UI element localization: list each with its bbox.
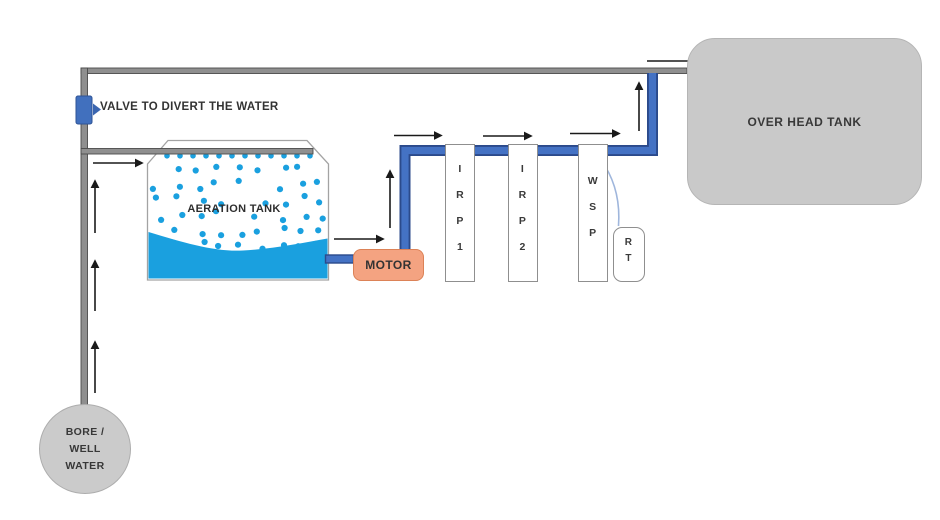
vessel-letter: S (589, 201, 597, 213)
motor-label: MOTOR (365, 258, 412, 272)
bore-label-line1: BORE / (65, 425, 105, 438)
valve-label: VALVE TO DIVERT THE WATER (100, 101, 279, 113)
vessel-letter: W (587, 175, 598, 187)
vessel-irp1: I R P 1 (445, 144, 475, 282)
vessel-letter: I (520, 163, 525, 175)
motor: MOTOR (353, 249, 424, 281)
vessel-letter: R (624, 236, 633, 248)
overhead-tank: OVER HEAD TANK (687, 38, 922, 205)
aeration-water (148, 232, 328, 279)
vessel-letter: P (456, 215, 464, 227)
pipe-branch-to-aeration (80, 148, 314, 155)
vessel-irp1-label: I R P 1 (456, 145, 464, 260)
vessel-letter: 2 (519, 241, 526, 253)
pipe-top-horizontal (80, 67, 688, 74)
aeration-tank-label: AERATION TANK (187, 203, 281, 215)
vessel-letter: I (458, 163, 462, 175)
vessel-wsp: W S P (578, 144, 608, 282)
bore-well-source: BORE / WELL WATER (39, 404, 131, 494)
vessel-irp2-label: I R P 2 (519, 145, 527, 260)
vessel-letter: R (456, 189, 464, 201)
overhead-tank-label: OVER HEAD TANK (747, 114, 862, 129)
bore-label-line2: WELL (69, 442, 101, 455)
pipe-tank-to-motor (324, 254, 355, 264)
vessel-letter: T (625, 253, 632, 264)
valve-body (75, 95, 93, 125)
vessel-letter: P (589, 227, 597, 239)
vessel-letter: P (518, 215, 527, 227)
flow-arrows (90, 56, 700, 393)
vessel-letter: R (518, 189, 527, 201)
diverter-valve (75, 95, 101, 125)
valve-arrow-icon (93, 103, 101, 116)
vessel-irp2: I R P 2 (507, 144, 538, 282)
bore-label-line3: WATER (65, 459, 105, 472)
vessel-letter: 1 (456, 241, 464, 253)
vessel-wsp-label: W S P (588, 145, 598, 246)
